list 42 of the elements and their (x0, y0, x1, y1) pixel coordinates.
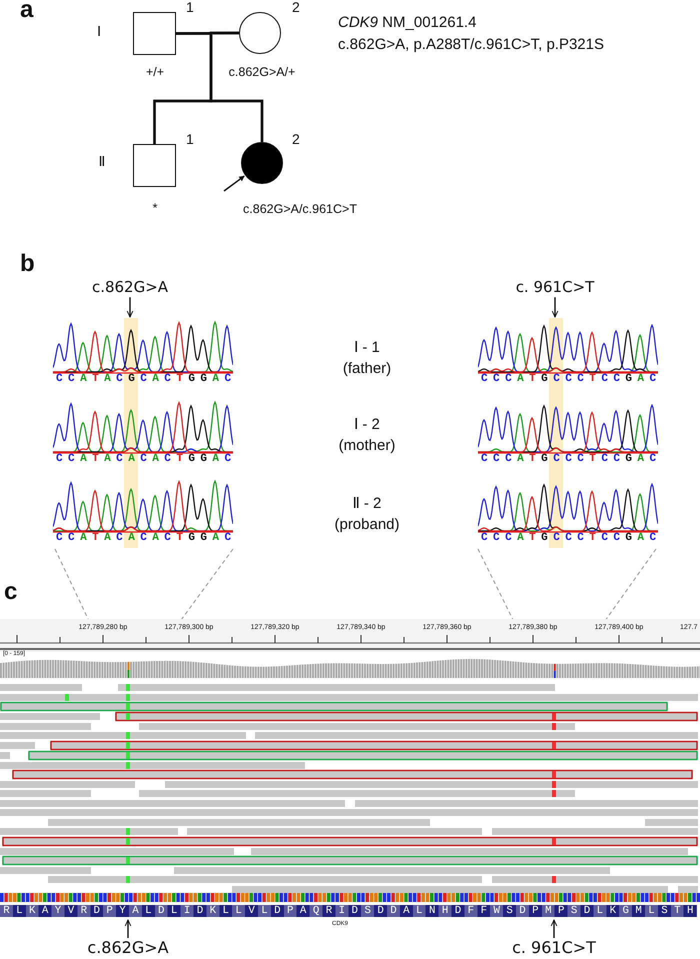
proband-arrow (224, 175, 245, 192)
relation-label: (mother) (338, 437, 396, 454)
individual-label: Ⅰ - 2 (354, 416, 380, 434)
male-symbol (133, 144, 176, 187)
variant-label: c. 961C>T (512, 939, 596, 958)
arrow (124, 920, 132, 938)
base-sequence: C C C A T G C C C T C C G A C (481, 373, 656, 386)
generation-numeral: Ⅰ (97, 25, 101, 42)
panel-letter: c (4, 578, 18, 606)
genotype-label: +/+ (146, 65, 164, 80)
amino-acid-track: R L K A Y V R D P Y A L D L I D K L L V L D P A Q R I D S D D A L N H D F F W S D P M P S D L K G M L S T H (0, 905, 697, 917)
relation-label: (proband) (334, 516, 400, 534)
male-symbol (133, 12, 176, 55)
genotype-label: * (152, 201, 158, 216)
base-sequence: C C C A T G C C C T C C G A C (481, 532, 656, 545)
base-sequence: C C A T A C A C A C T G G A C (56, 532, 230, 545)
arrow (552, 297, 558, 318)
individual-number: 1 (186, 0, 194, 16)
generation-numeral: Ⅱ (98, 155, 106, 172)
genotype-label: c.862G>A/c.961C>T (243, 202, 357, 216)
individual-label: Ⅰ - 1 (354, 339, 380, 356)
base-sequence: C C A T A C A C A C T G G A C (56, 453, 230, 466)
base-sequence: C C A T A C G C A C T G G A C (56, 373, 230, 386)
individual-number: 2 (292, 131, 300, 148)
female-symbol (239, 12, 281, 54)
individual-number: 2 (292, 0, 300, 16)
variant-description: c.862G>A, p.A288T/c.961C>T, p.P321S (338, 36, 604, 54)
individual-number: 1 (186, 131, 194, 148)
panel-letter: b (20, 250, 35, 278)
genotype-label: c.862G>A/+ (228, 65, 296, 80)
relation-label: (father) (342, 360, 392, 378)
variant-label: c.862G>A (87, 939, 169, 958)
base-sequence: C C C A T G C C C T C C G A C (481, 453, 656, 466)
gene-transcript-label: CDK9 NM_001261.4 (338, 14, 476, 32)
variant-label: c.862G>A (92, 279, 168, 296)
panel-letter: a (20, 0, 34, 24)
individual-label: Ⅱ - 2 (352, 495, 382, 512)
pedigree-line (210, 32, 264, 142)
female-symbol (241, 142, 283, 184)
variant-label: c. 961C>T (516, 279, 594, 296)
arrow (126, 297, 134, 318)
arrow (550, 920, 558, 938)
